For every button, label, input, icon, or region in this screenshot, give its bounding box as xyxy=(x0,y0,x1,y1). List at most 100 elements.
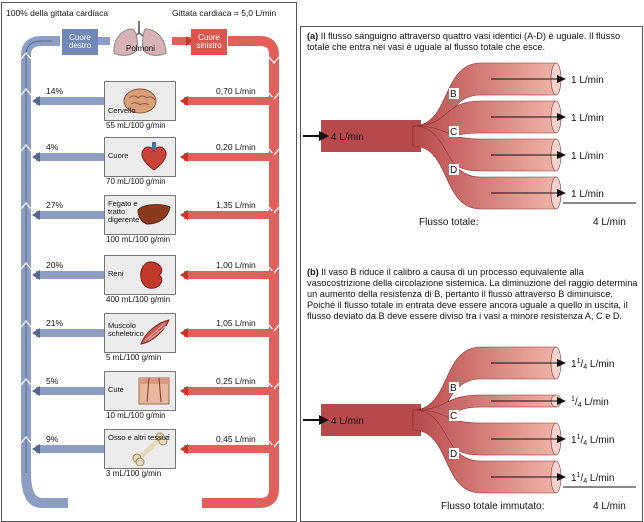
vein-direction-chevron xyxy=(20,435,32,444)
vessel-flow-arrowhead xyxy=(557,113,566,121)
right-heart-box: Cuore destro xyxy=(62,29,98,55)
part-b-text: Il vaso B riduce il calibro a causa di u… xyxy=(307,267,638,322)
muscle-icon xyxy=(140,319,170,345)
part-b-letter: (b) xyxy=(307,267,319,277)
right-heart-label: Cuore destro xyxy=(68,32,92,50)
kidney-flow: 1,00 L/min xyxy=(216,260,256,270)
brain-percent: 14% xyxy=(46,86,64,96)
part-b-caption: (b) Il vaso B riduce il calibro a causa … xyxy=(307,267,639,322)
heart-icon xyxy=(141,142,167,171)
flow-slash: / xyxy=(580,359,583,370)
part-a-letter: (a) xyxy=(307,31,319,41)
vessel-B-label: B xyxy=(450,383,457,394)
organ-artery-arrowhead xyxy=(180,270,188,280)
vessel-D-label: D xyxy=(450,165,457,176)
brain-flow: 0,70 L/min xyxy=(216,86,256,96)
organ-artery-arrowhead xyxy=(180,328,188,338)
liver-organ-box: Fegato e tratto digerente xyxy=(104,195,176,235)
main-vessel-trunk xyxy=(321,404,421,436)
vessel-C-label: C xyxy=(450,127,457,138)
vessel-flow-arrowhead xyxy=(557,189,566,197)
artery-direction-chevron xyxy=(268,56,280,65)
heart-percent: 4% xyxy=(46,142,59,152)
vessel-B-flow: 1 L/min xyxy=(571,113,604,124)
vein-direction-chevron xyxy=(20,143,32,152)
organ-artery-arrowhead xyxy=(180,444,188,454)
vessel-label-bg xyxy=(449,448,459,459)
vessel-D-flow: 11/4 L/min xyxy=(571,472,614,485)
vessel-label-bg xyxy=(449,410,459,421)
vessel-flow-arrowhead xyxy=(557,151,566,159)
kidney-flow-per-mass: 400 mL/100 g/min xyxy=(106,295,171,304)
skin-flow-per-mass: 10 mL/100 g/min xyxy=(106,411,166,420)
vessel-label-bg xyxy=(449,382,459,393)
vessel-flow-arrowhead xyxy=(557,473,566,481)
muscle-flow: 1,05 L/min xyxy=(216,318,256,328)
brain-flow-per-mass: 55 mL/100 g/min xyxy=(106,121,166,130)
part-b-total-value: 4 L/min xyxy=(593,501,626,512)
inflow-value: 4 L/min xyxy=(331,416,364,427)
pulmonary-artery-segment xyxy=(98,37,110,45)
vessel-A-label: A xyxy=(450,61,457,62)
left-heart-label: Cuore sinistro xyxy=(196,32,222,50)
organ-vein-arrowhead xyxy=(32,152,40,162)
organ-vein-arrowhead xyxy=(32,444,40,454)
flow-unit: L/min xyxy=(582,397,609,408)
flow-denominator: 4 xyxy=(583,478,587,485)
flow-numerator: 1 xyxy=(577,434,581,441)
brain-name: Cervello xyxy=(108,106,136,115)
vessel-flow-arrowhead xyxy=(557,359,566,367)
flow-numerator: 1 xyxy=(577,358,581,365)
vessel-label-bg xyxy=(449,126,459,137)
liver-name: Fegato e tratto digerente xyxy=(108,199,140,224)
inflow-arrowhead xyxy=(319,131,329,141)
organ-artery-arrowhead xyxy=(180,152,188,162)
skin-name: Cute xyxy=(108,385,124,394)
organ-vein-arrowhead xyxy=(32,328,40,338)
muscle-name: Muscolo scheletrico xyxy=(108,321,144,338)
flow-numerator: 1 xyxy=(577,472,581,479)
organ-vein-arrowhead xyxy=(32,210,40,220)
kidney-organ-box: Reni xyxy=(104,255,176,295)
muscle-percent: 21% xyxy=(46,318,64,328)
vein-direction-chevron xyxy=(20,377,32,386)
vein-main-trunk xyxy=(21,36,60,473)
vein-main-outline xyxy=(25,40,60,473)
vein-direction-chevron xyxy=(20,87,32,96)
vessel-label-bg xyxy=(449,88,459,99)
kidney-percent: 20% xyxy=(46,260,64,270)
flow-unit: L/min xyxy=(587,435,614,446)
cardiac-output-distribution-panel: 100% della gittata cardiaca Gittata card… xyxy=(1,2,297,522)
bone-organ-box: Osso e altri tessuti xyxy=(104,429,176,469)
vessel-flow-arrowhead xyxy=(557,397,566,405)
flow-numerator: 1 xyxy=(571,396,575,403)
vessel-D-flow: 1 L/min xyxy=(571,189,604,200)
flow-denominator: 4 xyxy=(583,364,587,371)
organ-vein-arrowhead xyxy=(32,270,40,280)
flow-unit: L/min xyxy=(587,359,614,370)
flow-denominator: 4 xyxy=(578,402,582,409)
flow-denominator: 4 xyxy=(583,440,587,447)
brain-organ-box: Cervello xyxy=(104,81,176,121)
cardiac-output-value-label: Gittata cardiaca = 5,0 L/min xyxy=(172,8,277,18)
vein-direction-chevron xyxy=(20,51,32,60)
heart-organ-box: Cuore xyxy=(104,137,176,177)
left-heart-box: Cuore sinistro xyxy=(191,29,227,55)
skin-percent: 5% xyxy=(46,376,59,386)
muscle-flow-per-mass: 5 mL/100 g/min xyxy=(106,353,162,362)
lungs-icon xyxy=(110,19,172,59)
heart-flow: 0,20 L/min xyxy=(216,142,256,152)
part-a-text: Il flusso sanguigno attraverso quattro v… xyxy=(307,31,621,53)
vessel-flow-arrowhead xyxy=(557,435,566,443)
skin-flow: 0,25 L/min xyxy=(216,376,256,386)
heart-name: Cuore xyxy=(108,151,129,160)
organ-vein-arrowhead xyxy=(32,386,40,396)
organ-artery-arrowhead xyxy=(180,96,188,106)
vessel-C-flow: 1 L/min xyxy=(571,151,604,162)
cardiac-output-percent-label: 100% della gittata cardiaca xyxy=(6,8,109,18)
vessel-D-label: D xyxy=(450,449,457,460)
bone-percent: 9% xyxy=(46,434,59,444)
vessel-resistance-panel: (a) Il flusso sanguigno attraverso quatt… xyxy=(300,26,643,522)
